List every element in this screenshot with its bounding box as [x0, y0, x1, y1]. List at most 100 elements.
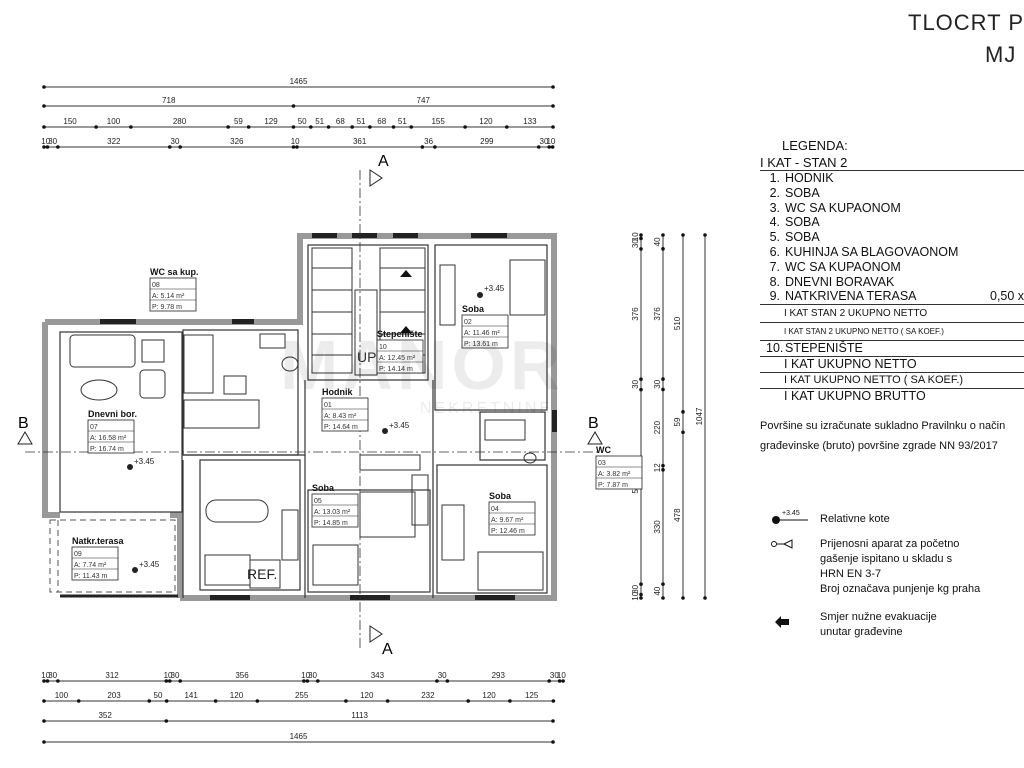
room-number: 03 [598, 460, 606, 467]
dimension-tick [56, 145, 60, 149]
dimension-tick [164, 719, 169, 723]
dimension-value: 10 [631, 232, 640, 241]
legend-item: 6.KUHINJA SA BLAGOVAONOM [769, 244, 959, 259]
dimension-value: 120 [479, 117, 493, 126]
dimension-value: 361 [353, 137, 367, 146]
dimension-tick [551, 740, 555, 744]
dimension-tick [305, 679, 310, 683]
dimension-value: 293 [492, 671, 506, 680]
dimension-tick [551, 104, 555, 108]
dimension-tick [463, 125, 467, 129]
legend-total-koef: I KAT UKUPNO NETTO ( SA KOEF.) [760, 373, 1024, 389]
dimension-tick [94, 125, 98, 129]
room-name: Soba [312, 483, 335, 493]
dimension-tick [255, 699, 260, 703]
desk [312, 544, 359, 586]
section-a-top: A [378, 153, 389, 170]
bookshelf [439, 264, 456, 326]
symbol-text: unutar građevine [820, 626, 903, 638]
double-bed [359, 491, 416, 538]
dimension-value: 125 [525, 691, 539, 700]
dimension-value: 68 [336, 117, 345, 126]
dimension-value: 30 [171, 671, 180, 680]
dimension-tick [508, 699, 512, 703]
legend-item: 1.HODNIK [769, 171, 834, 185]
evacuation-arrow-icon [775, 616, 789, 628]
dimension-tick [639, 592, 643, 597]
dimension-value: 141 [184, 691, 198, 700]
symbol-text: gašenje ispitano u skladu s [820, 553, 953, 565]
svg-text:+3.45: +3.45 [389, 421, 410, 430]
cabinets [183, 399, 260, 429]
svg-text:+3.45: +3.45 [484, 284, 505, 293]
dimension-value: 59 [673, 417, 682, 426]
dimension-value: 352 [98, 711, 112, 720]
dimension-value: 10 [546, 137, 555, 146]
dimension-tick [45, 679, 50, 683]
dimension-tick [167, 679, 172, 683]
dimension-value: 30 [48, 671, 57, 680]
dimension-tick [681, 596, 685, 600]
stairs-up-label: UP [357, 349, 376, 365]
dimension-tick [551, 719, 555, 723]
dimension-tick [551, 125, 555, 129]
symbol-level: +3.45 Relativne kote [770, 510, 890, 533]
room-number: 10 [379, 344, 387, 351]
dimension-value: 30 [631, 379, 640, 388]
legend-subtotal-koef: I KAT STAN 2 UKUPNO NETTO ( SA KOEF.) [760, 323, 1024, 342]
section-b-left: B [18, 415, 29, 432]
dimension-value: 100 [55, 691, 69, 700]
dimension-tick [42, 85, 46, 89]
room-perimeter: P: 14.14 m [379, 366, 413, 373]
dimension-tick [661, 463, 665, 468]
dimension-value: 155 [431, 117, 445, 126]
furniture [69, 259, 546, 591]
terrace [49, 519, 176, 593]
dimension-tick [164, 679, 169, 683]
level-marker-icon [772, 516, 808, 524]
section-b-right: B [588, 415, 599, 432]
dimension-tick [703, 596, 707, 600]
dimension-tick [661, 582, 665, 586]
dimension-tick [326, 125, 331, 129]
kitchen-counter [281, 509, 299, 561]
room-area: A: 16.58 m² [90, 435, 127, 442]
dimension-tick [639, 596, 643, 600]
dimension-value: 376 [653, 307, 662, 321]
dimension-value: 220 [653, 420, 662, 434]
dimension-tick [681, 430, 685, 435]
dimension-tick [547, 145, 551, 149]
dimension-value: 326 [230, 137, 244, 146]
dimension-tick [344, 699, 348, 703]
washing-machine [223, 375, 247, 395]
symbol-text: Broj označava punjenje kg praha [820, 583, 981, 595]
symbol-text: HRN EN 3-7 [820, 568, 882, 580]
evacuation-arrow-icon [400, 270, 412, 277]
dimension-value: 12 [653, 463, 662, 472]
dimension-tick [45, 145, 50, 149]
dimension-tick [551, 699, 556, 703]
dimension-tick [385, 699, 390, 703]
legend-section: I KAT - STAN 2 [760, 155, 1024, 171]
dimension-value: 150 [63, 117, 77, 126]
dimension-value: 68 [377, 117, 386, 126]
dimension-tick [703, 233, 707, 237]
room-area: A: 11.46 m² [464, 330, 500, 337]
legend-item: 4.SOBA [769, 215, 820, 230]
dimension-value: 299 [480, 137, 494, 146]
dimension-value: 30 [48, 137, 57, 146]
room-area: A: 8.43 m² [324, 413, 357, 420]
dimension-tick [213, 699, 218, 703]
plant [141, 339, 165, 363]
dimension-tick [661, 377, 665, 381]
interior-walls [59, 244, 548, 598]
dimension-value: 51 [398, 117, 407, 126]
room-number: 08 [152, 282, 160, 289]
dimension-tick [661, 233, 665, 237]
